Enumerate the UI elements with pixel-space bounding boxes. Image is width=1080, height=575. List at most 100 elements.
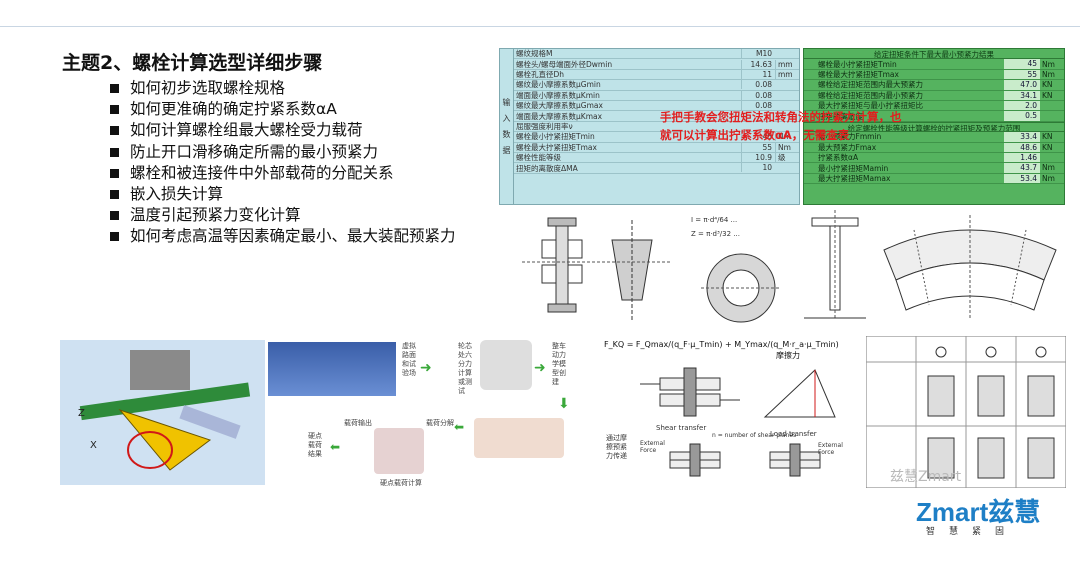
table-cell-name: 扭矩的离散度ΔMA [516, 163, 578, 173]
table-row: 螺纹规格M M10 [514, 49, 799, 60]
table-cell-value: 10.9 [741, 153, 775, 163]
table-cell-name: 端面最大摩擦系数μKmax [516, 111, 603, 121]
red-overlay-text: 手把手教会您扭矩法和转角法的拧紧力计算，也 就可以计算出拧紧系数αA，无需查表 [660, 110, 902, 142]
table-cell-value: 53.4 [1004, 173, 1040, 184]
table-cell-name: 拧紧系数αA [818, 153, 859, 163]
friction-triangle-drawing [763, 369, 836, 418]
table-cell-value: 43.7 [1004, 163, 1040, 173]
table-cell-unit: Nm [775, 142, 799, 152]
flow-step: 硬点载荷计算 [380, 479, 422, 487]
table-cell-value: 2.0 [1004, 100, 1040, 111]
list-item: 如何考虑高温等因素确定最小、最大装配预紧力 [110, 226, 456, 247]
table-cell-unit: KN [1042, 90, 1053, 100]
table-cell-name: 螺栓最大拧紧扭矩Tmax [818, 69, 899, 79]
result-header: 给定扭矩条件下最大最小预紧力结果 [804, 49, 1064, 60]
flow-step: 载荷分解 [426, 419, 454, 427]
table-row: 屈服强度利用率ν [514, 121, 799, 133]
arrow-left-icon: ⬅ [330, 440, 341, 454]
suspension-model-image: Z X [60, 340, 265, 485]
table-row: 端面最大摩擦系数μKmax [514, 111, 799, 122]
table-cell-value: 34.1 [1004, 90, 1040, 100]
joint-config-table [866, 336, 1066, 488]
result-mid-header: 给定螺栓性能等级计算螺栓的拧紧扭矩及预紧力范围 [804, 121, 1064, 133]
table-cell-value: 11 [741, 69, 775, 79]
load-flow-diagram: 虚拟路面和试验场 轮芯处六分力计算或测试 整车动力学模型创建 ➜ ➜ ⬇ 硬点载… [268, 336, 588, 487]
table-cell-value: 0.08 [741, 90, 775, 100]
table-cell-name: 螺纹最大摩擦系数μGmax [516, 101, 603, 111]
arrow-icon: ➜ [534, 360, 546, 376]
table-cell-value: 0.5 [1004, 111, 1040, 121]
table-cell-unit: KN [1042, 142, 1053, 152]
bolt-joint-drawing [512, 210, 682, 328]
knuckle-image [374, 428, 424, 474]
flow-step: 硬点载荷结果 [308, 432, 322, 458]
brand-tagline: 智慧紧固 [926, 527, 1019, 537]
table-cell-unit: mm [775, 59, 799, 69]
list-item: 如何计算螺栓组最大螺栓受力载荷 [110, 120, 456, 141]
table-cell-name: 端面最小摩擦系数μKmin [516, 90, 600, 100]
circle-section-drawing: I = π·d⁴/64 ... Z = π·d³/32 ... [691, 216, 781, 323]
table-cell-name: 螺栓给定扭矩范围内最大预紧力 [818, 80, 923, 90]
list-item: 如何初步选取螺栓规格 [110, 78, 456, 99]
table-cell-name: 屈服强度利用率ν [516, 121, 573, 131]
brand-logo: Zmart兹慧 [916, 497, 1041, 527]
table-cell-unit: KN [1042, 80, 1053, 90]
page-title: 主题2、螺栓计算选型详细步骤 [62, 52, 323, 74]
table-cell-name: 最小拧紧扭矩Mamin [818, 163, 889, 173]
table-cell-name: 螺栓最大拧紧扭矩Tmax [516, 142, 597, 152]
watermark: 兹慧Zmart [890, 469, 962, 485]
flow-step: 载荷输出 [344, 419, 372, 427]
header-divider [0, 26, 1080, 27]
table-cell-value: 0.08 [741, 101, 775, 111]
table-cell-name: 螺纹规格M [516, 49, 553, 59]
table-cell-unit: 级 [775, 152, 799, 164]
table-cell-value: 0.08 [741, 80, 775, 90]
table-cell-value: M10 [741, 49, 775, 59]
arrow-icon: ➜ [420, 360, 432, 376]
table-cell-name: 螺栓孔直径Dh [516, 69, 565, 79]
fkq-formula: F_KQ = F_Qmax/(q_F·μ_Tmin) + M_Ymax/(q_M… [604, 340, 839, 349]
table-cell-name: 螺栓性能等级 [516, 153, 561, 163]
table-cell-name: 最小预紧力Fmmin [818, 132, 882, 142]
table-cell-name: 最大拧紧扭矩与最小拧紧扭矩比 [818, 101, 923, 111]
load-transfer-label: Load transfer [770, 430, 817, 438]
table-cell-name: 最大拧紧扭矩Mamax [818, 173, 891, 183]
list-item: 如何更准确的确定拧紧系数αA [110, 99, 456, 120]
list-item: 嵌入损失计算 [110, 184, 456, 205]
table-row: 螺纹最大摩擦系数μGmax 0.08 [514, 101, 799, 112]
table-cell-unit: Nm [1042, 59, 1055, 69]
svg-text:Z = π·d³/32 ...: Z = π·d³/32 ... [691, 230, 740, 238]
table-cell-unit: mm [775, 69, 799, 79]
table-cell-value: 47.0 [1004, 80, 1040, 90]
flow-step: 轮芯处六分力计算或测试 [458, 342, 472, 395]
table-row: 端面最小摩擦系数μKmin 0.08 [514, 90, 799, 101]
external-force-label: External Force [640, 440, 665, 454]
table-cell-value: 1.46 [1004, 152, 1040, 163]
table-cell-name: 螺栓给定扭矩范围内最小预紧力 [818, 90, 923, 100]
table-cell-name: 螺栓最小拧紧扭矩Tmin [818, 59, 897, 69]
friction-label: 摩擦力 [776, 351, 800, 360]
table-cell-unit: Nm [1042, 69, 1055, 79]
list-item: 温度引起预紧力变化计算 [110, 205, 456, 226]
shear-transfer-label: Shear transfer [656, 424, 707, 432]
external-force-drawing [669, 443, 821, 477]
chassis-image [474, 418, 564, 458]
